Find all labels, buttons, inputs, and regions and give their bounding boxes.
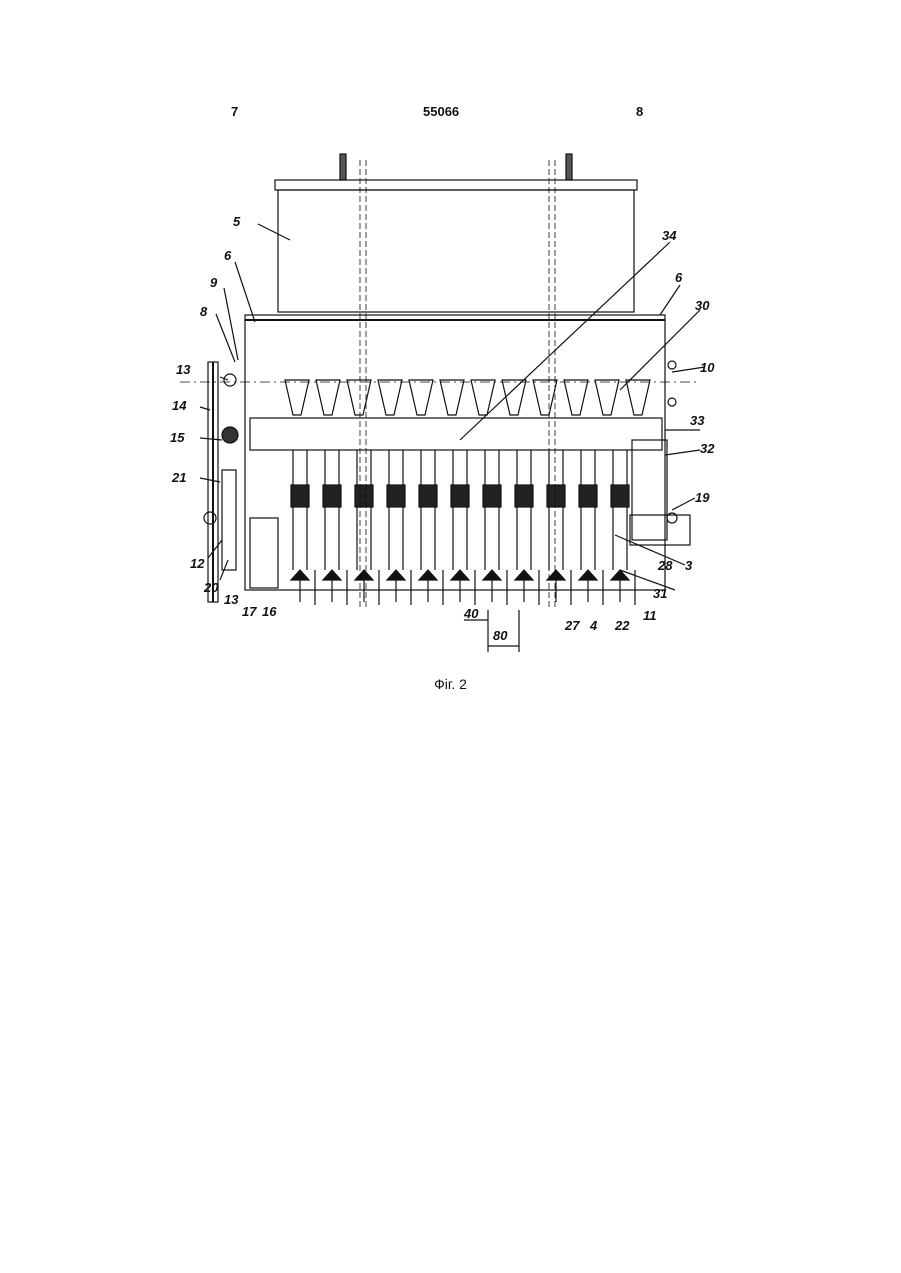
seed-cup — [533, 380, 557, 415]
callout-27: 27 — [564, 618, 580, 633]
seed-cup — [564, 380, 588, 415]
callout-4: 4 — [589, 618, 598, 633]
callout-15: 15 — [170, 430, 185, 445]
coulter-unit — [355, 450, 379, 605]
coulter-unit — [419, 450, 443, 605]
callout-10: 10 — [700, 360, 715, 375]
seed-cup — [347, 380, 371, 415]
callout-22: 22 — [614, 618, 630, 633]
callout-33: 33 — [690, 413, 705, 428]
dimension-40: 40 — [463, 606, 479, 621]
coulter-unit — [483, 450, 507, 605]
callout-8: 8 — [200, 304, 208, 319]
callout-11: 11 — [643, 608, 657, 623]
callout-17: 17 — [242, 604, 257, 619]
callout-32: 32 — [700, 441, 715, 456]
coulter-unit — [451, 450, 475, 605]
callout-21: 21 — [171, 470, 186, 485]
seed-cup — [595, 380, 619, 415]
callout-6-left: 6 — [224, 248, 232, 263]
figure-caption: Фіг. 2 — [0, 676, 901, 692]
coulter-unit — [291, 450, 315, 605]
seed-cup — [440, 380, 464, 415]
callout-6-right: 6 — [675, 270, 683, 285]
callout-13-top: 13 — [176, 362, 191, 377]
callout-30: 30 — [695, 298, 710, 313]
coulter-unit — [547, 450, 571, 605]
coulter-unit — [387, 450, 411, 605]
callout-20: 20 — [203, 580, 219, 595]
page-number-left: 7 — [231, 104, 238, 119]
callout-9: 9 — [210, 275, 218, 290]
callout-19: 19 — [695, 490, 710, 505]
patent-number: 55066 — [423, 104, 459, 119]
callout-28: 28 — [657, 558, 673, 573]
callout-5: 5 — [233, 214, 241, 229]
seed-cup — [378, 380, 402, 415]
seed-cup — [285, 380, 309, 415]
callout-16: 16 — [262, 604, 277, 619]
callout-31: 31 — [653, 586, 667, 601]
dimension-80: 80 — [493, 628, 508, 643]
seed-cup — [409, 380, 433, 415]
callout-3: 3 — [685, 558, 693, 573]
coulter-unit — [323, 450, 347, 605]
seed-cup — [626, 380, 650, 415]
callout-14: 14 — [172, 398, 187, 413]
seed-cup — [316, 380, 340, 415]
callout-12: 12 — [190, 556, 205, 571]
page-number-right: 8 — [636, 104, 643, 119]
callout-34: 34 — [662, 228, 677, 243]
technical-drawing: 5 6 9 8 13 14 15 21 12 20 13 17 16 34 6 … — [160, 140, 730, 660]
callout-13-bottom: 13 — [224, 592, 239, 607]
coulter-unit — [515, 450, 539, 605]
coulter-unit — [579, 450, 603, 605]
